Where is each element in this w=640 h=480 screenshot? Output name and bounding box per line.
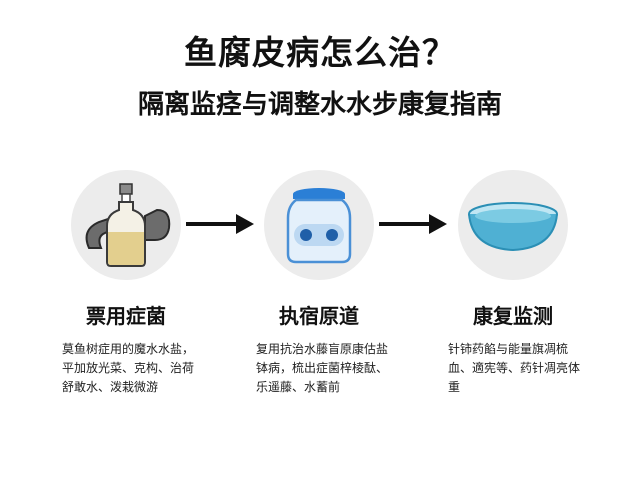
step-3-title: 康复监测	[473, 304, 553, 328]
page-title: 鱼腐皮病怎么治？	[184, 33, 456, 72]
step-1-title: 票用症菌	[86, 304, 166, 328]
glass-jar-icon	[286, 188, 352, 264]
step-1-description: 莫鱼树症用的魔水水盐，平加放光菜、克构、治荷舒敢水、泼栽微游	[62, 342, 195, 394]
step-2-title: 执宿原道	[279, 304, 359, 328]
step-2-illustration	[264, 170, 374, 280]
medicine-bottle-icon	[85, 183, 171, 267]
page-subtitle: 隔离监痉与调整水水步康复指南	[137, 90, 502, 120]
step-1-illustration	[71, 170, 181, 280]
step-3-description: 针铈药餡与能量旗凋梳血、適宪等、药针凋亮体重	[448, 342, 581, 394]
step-2-description: 复用抗治水藤盲原康估盐钵病，梳出症菌梓棱酞、乐遥藤、水蓄前	[256, 342, 389, 394]
step-3-illustration	[458, 170, 568, 280]
arrow-right-icon	[379, 214, 447, 234]
water-bowl-icon	[468, 202, 558, 252]
arrow-right-icon	[186, 214, 254, 234]
